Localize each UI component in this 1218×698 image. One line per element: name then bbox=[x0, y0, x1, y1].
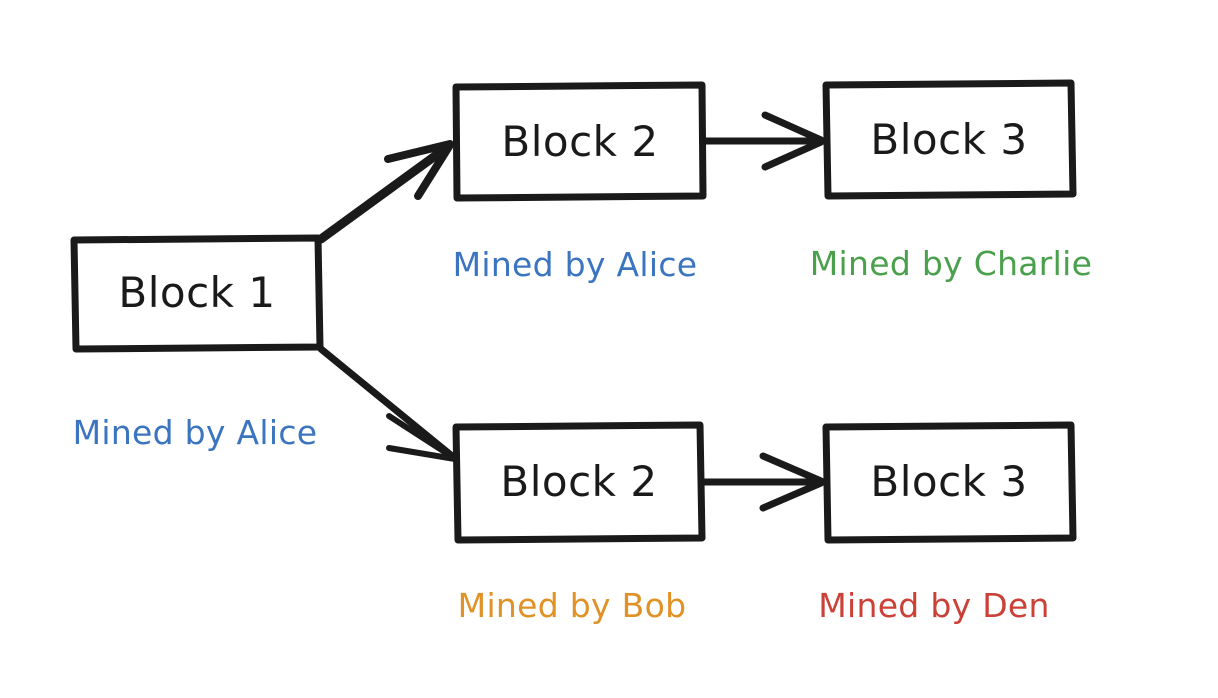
block-2-top-box bbox=[452, 81, 707, 202]
block-3-top-label: Block 3 bbox=[870, 115, 1027, 164]
miner-label-block-1: Mined by Alice bbox=[73, 413, 318, 452]
arrow-fork-up-icon bbox=[316, 140, 454, 244]
block-node-block-2-bottom[interactable]: Block 2 bbox=[452, 421, 706, 544]
block-3-bottom-box bbox=[822, 421, 1077, 544]
arrow-fork-down-icon bbox=[317, 345, 458, 462]
block-2-top-label: Block 2 bbox=[501, 117, 658, 166]
block-3-bottom-label: Block 3 bbox=[870, 457, 1027, 506]
block-2-bottom-box bbox=[452, 421, 706, 544]
block-1-label: Block 1 bbox=[118, 268, 275, 317]
block-node-block-1[interactable]: Block 1 bbox=[70, 234, 324, 353]
block-3-top-box bbox=[822, 79, 1077, 200]
arrow-bottom-chain-icon bbox=[698, 452, 825, 512]
block-node-block-2-top[interactable]: Block 2 bbox=[452, 81, 707, 202]
block-node-block-3-bottom[interactable]: Block 3 bbox=[822, 421, 1077, 544]
block-node-block-3-top[interactable]: Block 3 bbox=[822, 79, 1077, 200]
miner-label-block-3-bottom: Mined by Den bbox=[818, 586, 1050, 625]
arrow-top-chain-icon bbox=[699, 111, 825, 171]
miner-label-block-3-top: Mined by Charlie bbox=[810, 244, 1092, 283]
miner-label-block-2-bottom: Mined by Bob bbox=[458, 586, 687, 625]
block-2-bottom-label: Block 2 bbox=[500, 457, 657, 506]
miner-label-block-2-top: Mined by Alice bbox=[453, 245, 698, 284]
